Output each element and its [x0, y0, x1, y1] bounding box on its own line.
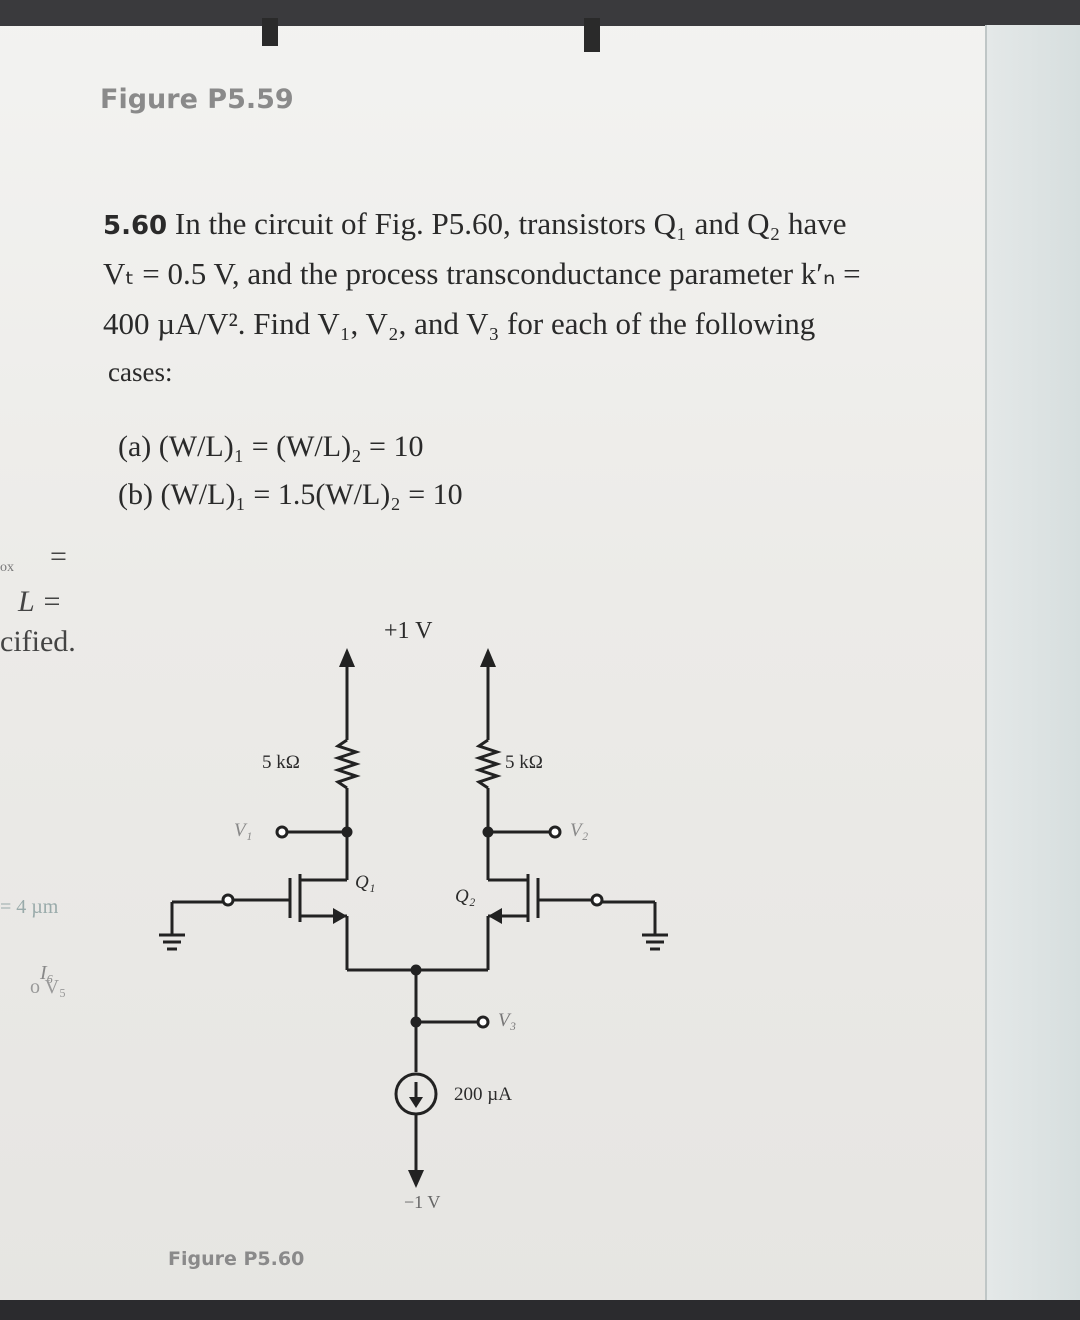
left-fragment-vs: o V₅ [30, 976, 67, 998]
v2-node-dot [482, 826, 494, 838]
left-fragment-ox: ox [0, 560, 14, 575]
figure-caption-top: Figure P5.59 [100, 84, 294, 115]
v1-node-dot [341, 826, 353, 838]
q2-label: Q₂ [455, 886, 476, 907]
supply-pos-label: +1 V [384, 618, 433, 644]
bottom-bezel [0, 1300, 1080, 1320]
r1-label: 5 kΩ [262, 752, 300, 773]
q2-source-arrow [488, 908, 502, 924]
resistor-left [333, 738, 361, 790]
left-fragment-L: L = [18, 585, 62, 618]
left-fragment-i6: I₆ [40, 962, 54, 984]
left-fragment-cified: cified. [0, 625, 76, 658]
problem-line-2: Vₜ = 0.5 V, and the process transconduct… [103, 256, 861, 291]
q1-source-arrow [333, 908, 347, 924]
case-a: (a) (W/L)₁ = (W/L)₂ = 10 [118, 430, 424, 463]
figure-caption-bottom: Figure P5.60 [168, 1248, 305, 1270]
problem-line-4: cases: [108, 357, 173, 387]
resistor-right [474, 738, 502, 790]
q1-label: Q₁ [355, 872, 376, 893]
problem-number: 5.60 [103, 211, 168, 241]
v2-terminal [548, 825, 562, 839]
supply-arrow-right [480, 648, 496, 667]
clip-handle-right [584, 18, 600, 52]
right-panel [985, 25, 1080, 1320]
problem-text-1: In the circuit of Fig. P5.60, transistor… [174, 206, 847, 241]
supply-neg-label: −1 V [404, 1192, 441, 1212]
left-fragment-um: = 4 µm [0, 896, 59, 918]
current-source-label: 200 µA [454, 1084, 512, 1105]
case-b: (b) (W/L)₁ = 1.5(W/L)₂ = 10 [118, 478, 463, 511]
v3-terminal [476, 1015, 490, 1029]
v2-label: V₂ [570, 820, 589, 841]
top-bezel [0, 0, 1080, 26]
current-source-arrow [409, 1097, 423, 1108]
q1-gate-terminal [221, 893, 235, 907]
v1-label: V₁ [234, 820, 253, 841]
v3-label: V₃ [498, 1010, 517, 1031]
clip-handle-left [262, 18, 278, 46]
q2-gate-terminal [590, 893, 604, 907]
left-fragment-eq: = [50, 540, 67, 573]
supply-arrow-left [339, 648, 355, 667]
v1-terminal [275, 825, 289, 839]
neg-supply-arrow [408, 1170, 424, 1188]
problem-line-3: 400 µA/V². Find V₁, V₂, and V₃ for each … [103, 306, 816, 341]
problem-line-1: 5.60 In the circuit of Fig. P5.60, trans… [103, 206, 847, 244]
r2-label: 5 kΩ [505, 752, 543, 773]
